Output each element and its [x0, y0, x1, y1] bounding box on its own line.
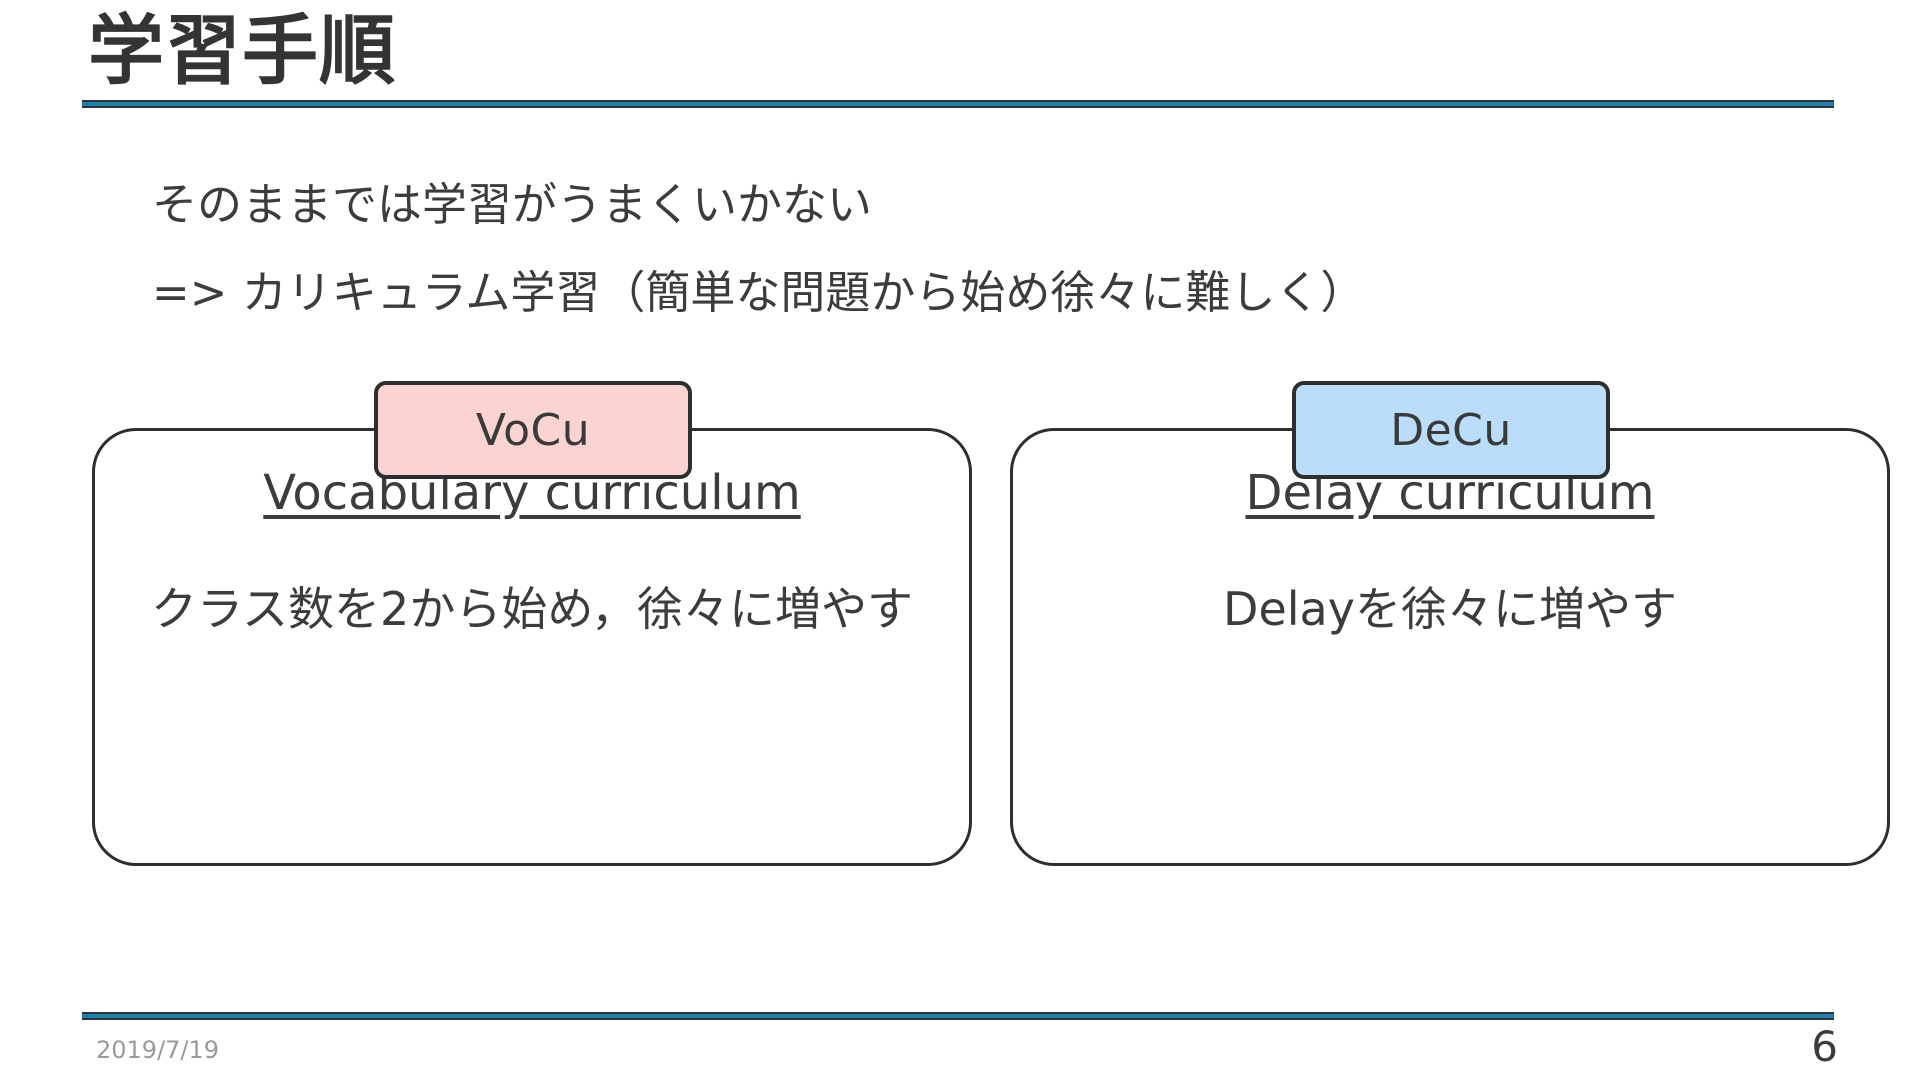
footer-divider-dark-bottom: [82, 1018, 1834, 1020]
card-description-delay: Delayを徐々に増やす: [1223, 582, 1677, 636]
footer-date: 2019/7/19: [96, 1036, 220, 1064]
footer-divider: [82, 1012, 1834, 1020]
title-divider: [82, 100, 1834, 108]
body-text-line-2: => カリキュラム学習（簡単な問題から始め徐々に難しく）: [152, 266, 1366, 319]
footer-page-number: 6: [1811, 1022, 1838, 1071]
title-divider-dark-top: [82, 100, 1834, 102]
card-vocabulary-curriculum: Vocabulary curriculum クラス数を2から始め，徐々に増やす: [92, 428, 972, 866]
page-title: 学習手順: [88, 6, 396, 95]
footer-divider-dark-top: [82, 1012, 1834, 1014]
card-tab-vocu: VoCu: [374, 381, 692, 479]
title-divider-dark-bottom: [82, 106, 1834, 108]
card-tab-vocu-label: VoCu: [475, 404, 591, 456]
card-tab-decu: DeCu: [1292, 381, 1610, 479]
card-tab-decu-label: DeCu: [1390, 404, 1512, 456]
title-divider-accent: [82, 102, 1834, 106]
card-description-vocabulary: クラス数を2から始め，徐々に増やす: [150, 582, 914, 636]
card-delay-curriculum: Delay curriculum Delayを徐々に増やす: [1010, 428, 1890, 866]
body-text-line-1: そのままでは学習がうまくいかない: [152, 178, 873, 231]
footer-divider-accent: [82, 1014, 1834, 1018]
